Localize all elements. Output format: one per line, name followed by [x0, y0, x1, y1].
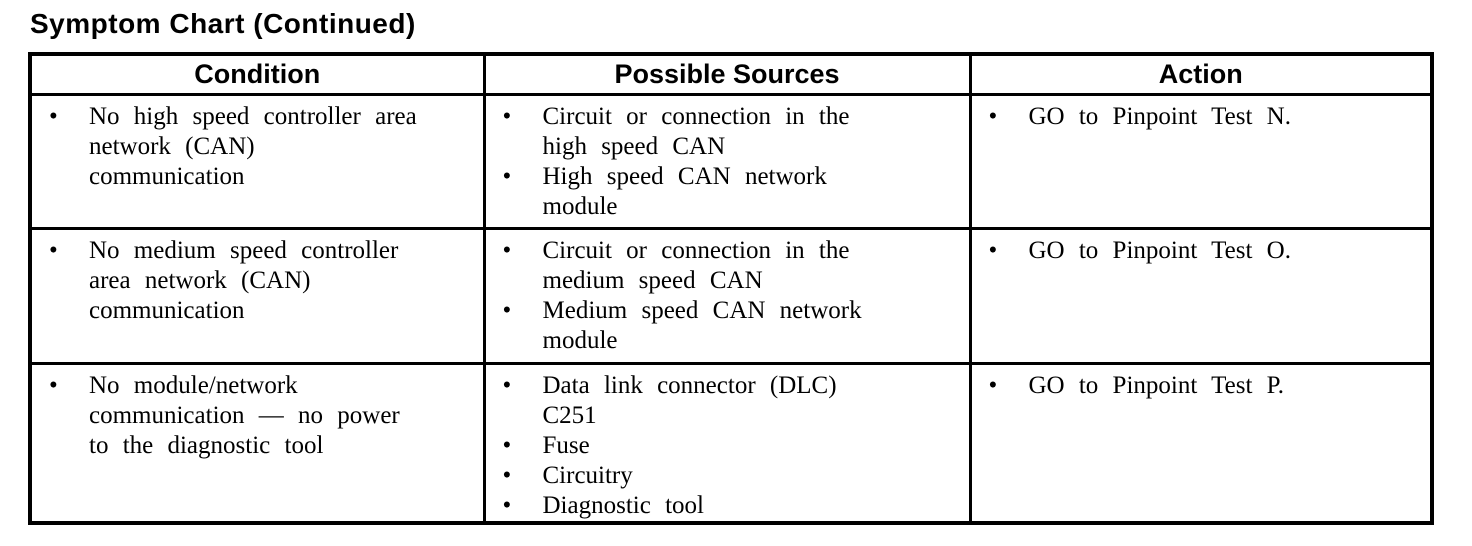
bullet-icon: • [988, 102, 998, 130]
bullet-icon: • [502, 431, 512, 459]
possible-sources-cell: • Circuit or connection in the high speed… [482, 92, 972, 230]
bullet-item: • Fuse [486, 431, 961, 461]
bullet-icon: • [502, 491, 512, 519]
bullet-icon: • [502, 461, 512, 489]
bullet-icon: • [49, 102, 58, 130]
bullet-icon: • [49, 371, 58, 399]
bullet-item: • GO to Pinpoint Test N. [972, 102, 1423, 132]
column-header-possible-sources: Possible Sources [482, 52, 972, 96]
condition-cell: • No high speed controller area network (… [28, 92, 486, 230]
bullet-icon: • [49, 236, 58, 264]
bullet-item: • High speed CAN network module [486, 162, 961, 222]
bullet-item-text: Diagnostic tool [542, 491, 704, 519]
bullet-icon: • [502, 162, 512, 190]
bullet-item: • No module/network communication — no po… [32, 371, 475, 461]
action-cell: • GO to Pinpoint Test N. [968, 92, 1434, 230]
bullet-item: • Diagnostic tool [486, 491, 961, 521]
bullet-item: • GO to Pinpoint Test O. [972, 236, 1423, 266]
bullet-icon: • [502, 296, 512, 324]
column-header-action: Action [968, 52, 1434, 96]
condition-cell: • No medium speed controller area network… [28, 226, 486, 365]
possible-sources-list: • Circuit or connection in the medium spe… [486, 236, 961, 356]
bullet-item-text: GO to Pinpoint Test P. [1028, 371, 1285, 399]
condition-cell: • No module/network communication — no po… [28, 361, 486, 525]
header-row: Condition Possible Sources Action [28, 52, 1434, 96]
bullet-item-text: Fuse [542, 431, 590, 459]
bullet-icon: • [502, 371, 512, 399]
column-header-condition: Condition [28, 52, 486, 96]
condition-list: • No high speed controller area network (… [32, 102, 475, 192]
table-row: • No medium speed controller area network… [28, 226, 1434, 365]
bullet-icon: • [988, 371, 998, 399]
table-row: • No module/network communication — no po… [28, 361, 1434, 525]
bullet-icon: • [988, 236, 998, 264]
bullet-item-text: No high speed controller area network (C… [89, 102, 417, 190]
bullet-item: • No medium speed controller area network… [32, 236, 475, 326]
action-cell: • GO to Pinpoint Test P. [968, 361, 1434, 525]
bullet-item-text: Medium speed CAN network module [542, 296, 862, 354]
bullet-item-text: Circuit or connection in the medium spee… [542, 236, 850, 294]
bullet-item-text: Circuit or connection in the high speed … [542, 102, 850, 160]
action-list: • GO to Pinpoint Test O. [972, 236, 1423, 266]
condition-list: • No medium speed controller area network… [32, 236, 475, 326]
bullet-item: • Data link connector (DLC) C251 [486, 371, 961, 431]
bullet-icon: • [502, 102, 512, 130]
bullet-item-text: GO to Pinpoint Test O. [1028, 236, 1291, 264]
action-cell: • GO to Pinpoint Test O. [968, 226, 1434, 365]
bullet-item-text: Circuitry [542, 461, 633, 489]
bullet-item: • Circuitry [486, 461, 961, 491]
bullet-item-text: No medium speed controller area network … [89, 236, 399, 324]
action-list: • GO to Pinpoint Test N. [972, 102, 1423, 132]
bullet-item: • Medium speed CAN network module [486, 296, 961, 356]
bullet-item-text: Data link connector (DLC) C251 [542, 371, 837, 429]
possible-sources-cell: • Data link connector (DLC) C251 • Fuse • Cir… [482, 361, 972, 525]
condition-list: • No module/network communication — no po… [32, 371, 475, 461]
bullet-item-text: High speed CAN network module [542, 162, 827, 220]
bullet-item: • Circuit or connection in the high speed… [486, 102, 961, 162]
possible-sources-list: • Data link connector (DLC) C251 • Fuse • Cir… [486, 371, 961, 521]
bullet-item-text: No module/network communication — no pow… [89, 371, 400, 459]
bullet-item: • No high speed controller area network (… [32, 102, 475, 192]
table-body: • No high speed controller area network (… [28, 92, 1434, 525]
page-title: Symptom Chart (Continued) [30, 8, 416, 39]
action-list: • GO to Pinpoint Test P. [972, 371, 1423, 401]
bullet-icon: • [502, 236, 512, 264]
bullet-item-text: GO to Pinpoint Test N. [1028, 102, 1291, 130]
bullet-item: • Circuit or connection in the medium spe… [486, 236, 961, 296]
bullet-item: • GO to Pinpoint Test P. [972, 371, 1423, 401]
possible-sources-cell: • Circuit or connection in the medium spe… [482, 226, 972, 365]
symptom-chart-table: Condition Possible Sources Action • No hi… [28, 52, 1434, 525]
table-row: • No high speed controller area network (… [28, 92, 1434, 230]
possible-sources-list: • Circuit or connection in the high speed… [486, 102, 961, 222]
